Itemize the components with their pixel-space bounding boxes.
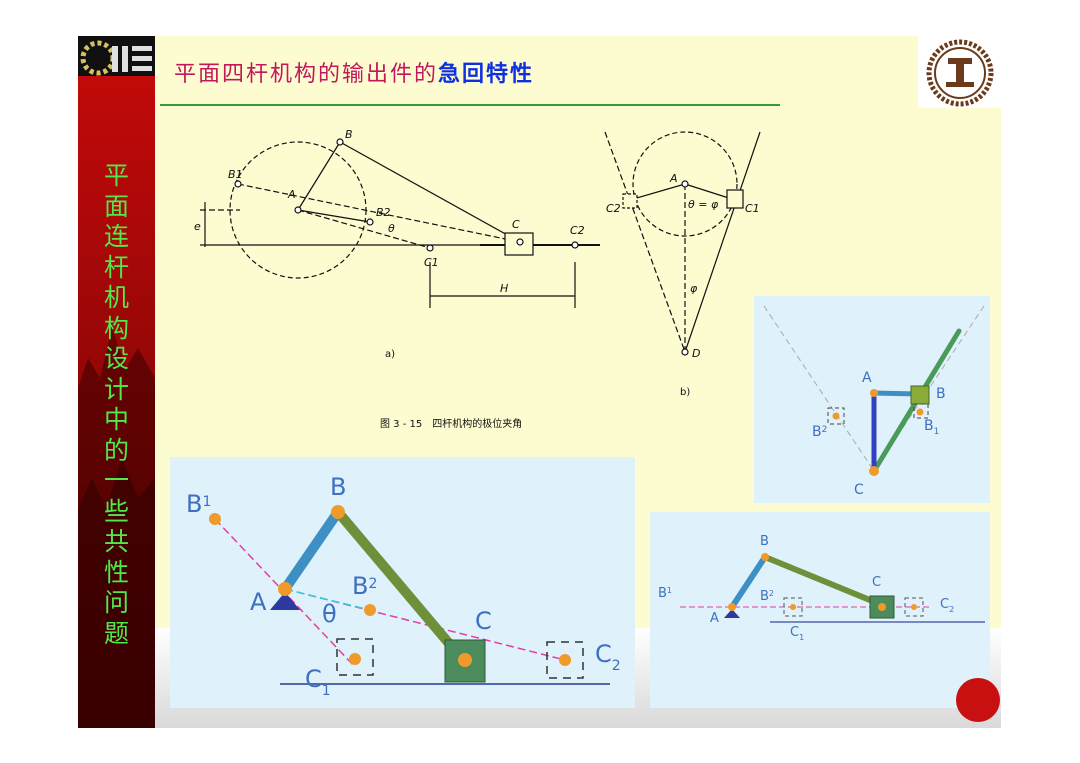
- svg-text:C2: C2: [940, 597, 954, 614]
- svg-text:φ: φ: [690, 282, 698, 295]
- svg-text:e: e: [194, 220, 201, 233]
- svg-text:B1: B1: [186, 490, 211, 518]
- sidebar-title-char: 设: [103, 344, 129, 373]
- svg-text:B: B: [760, 534, 769, 549]
- sidebar-title-char: 性: [103, 557, 129, 587]
- svg-text:A: A: [287, 188, 296, 201]
- svg-text:B1: B1: [228, 168, 243, 181]
- svg-text:B2: B2: [760, 589, 774, 604]
- svg-text:C1: C1: [790, 625, 804, 642]
- svg-text:C2: C2: [595, 640, 621, 674]
- header-background: [155, 36, 918, 108]
- svg-text:B1: B1: [924, 418, 939, 437]
- svg-text:b): b): [680, 387, 690, 398]
- corner-decoration: [956, 678, 1000, 722]
- svg-text:C: C: [512, 218, 520, 231]
- sidebar-title-char: 中: [103, 405, 129, 434]
- sidebar-title-char: 题: [103, 618, 129, 648]
- seal-icon: [926, 39, 994, 107]
- svg-text:A: A: [669, 172, 678, 185]
- svg-text:θ: θ: [388, 222, 395, 235]
- svg-text:图 3 - 15 四杆机构的极位夹角: 图 3 - 15 四杆机构的极位夹角: [380, 417, 522, 430]
- svg-text:C1: C1: [424, 256, 439, 269]
- sidebar-title-char: 问: [103, 588, 129, 617]
- svg-text:C1: C1: [745, 202, 760, 215]
- title-emphasis: 急回特性: [438, 61, 535, 87]
- svg-text:C: C: [872, 575, 881, 590]
- svg-text:B: B: [936, 386, 946, 402]
- sidebar: 平面连杆机构设计中的一些共性问题: [78, 36, 155, 728]
- textbook-figure: B B1 A B2 θ C C1 C2 e H A C2 C1 θ = φ φ …: [194, 128, 761, 430]
- sidebar-title-char: 杆: [103, 252, 129, 282]
- svg-text:C2: C2: [606, 202, 621, 215]
- sidebar-title-char: 构: [103, 313, 129, 343]
- sidebar-title-char: 共: [103, 527, 129, 556]
- svg-text:A: A: [250, 588, 267, 616]
- svg-text:B2: B2: [352, 572, 377, 600]
- mechanism-panel-slider: B C B1 A B2 C2 C1: [650, 512, 990, 708]
- sidebar-title-char: 机: [103, 283, 129, 312]
- svg-text:θ: θ: [322, 600, 337, 628]
- svg-text:a): a): [385, 349, 395, 360]
- svg-text:θ = φ: θ = φ: [688, 198, 719, 211]
- gear-logo-icon: [78, 36, 155, 76]
- sidebar-title: 平面连杆机构设计中的一些共性问题: [78, 161, 155, 649]
- svg-text:B: B: [330, 473, 346, 501]
- page-title: 平面四杆机构的输出件的急回特性: [174, 61, 535, 87]
- sidebar-title-char: 计: [103, 374, 129, 404]
- svg-text:H: H: [500, 282, 508, 295]
- sidebar-title-char: 平: [103, 161, 129, 190]
- mountain-decoration: [78, 328, 155, 728]
- svg-text:C: C: [475, 607, 492, 635]
- mechanism-panel-guide: A B B2 B1 C: [754, 296, 990, 503]
- sidebar-title-char: 些: [103, 496, 129, 526]
- sidebar-title-char: 一: [103, 466, 129, 495]
- svg-text:D: D: [692, 347, 700, 360]
- sidebar-title-char: 的: [103, 435, 129, 465]
- svg-text:B1: B1: [658, 586, 672, 601]
- svg-text:B2: B2: [812, 424, 827, 440]
- university-logo: [918, 36, 1001, 108]
- svg-text:A: A: [862, 370, 872, 386]
- svg-text:B2: B2: [376, 206, 391, 219]
- title-underline: [160, 104, 780, 106]
- sidebar-title-char: 面: [103, 191, 129, 221]
- svg-text:C1: C1: [305, 665, 331, 699]
- svg-text:C: C: [854, 482, 864, 498]
- svg-text:A: A: [710, 611, 719, 626]
- mechanism-panel-large: B1 B A B2 θ C C1 C2: [170, 457, 635, 708]
- sidebar-title-char: 连: [103, 222, 129, 251]
- svg-text:B: B: [345, 128, 353, 141]
- svg-text:C2: C2: [570, 224, 585, 237]
